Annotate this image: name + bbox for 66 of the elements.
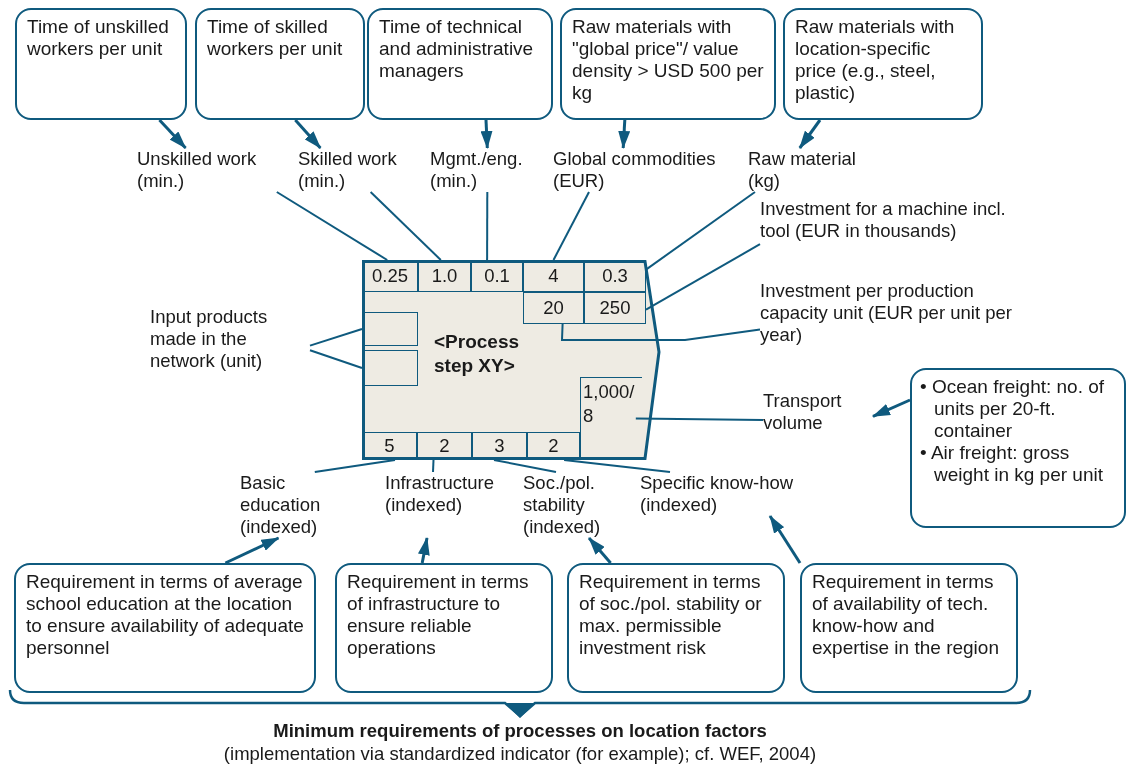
callout-bubble: Raw materials with "global price"/ value density > USD 500 per kg (560, 8, 776, 120)
callout-bubble: Time of technical and administrative managers (367, 8, 553, 120)
value-cell: 1.0 (418, 260, 471, 292)
leader-line (493, 459, 557, 473)
field-label: Specific know-how (indexed) (640, 472, 840, 516)
process-title: <Process step XY> (434, 330, 521, 378)
callout-bubble: Time of skilled workers per unit (195, 8, 365, 120)
value-cell: 2 (417, 432, 472, 460)
leader-line (313, 459, 396, 473)
input-box (362, 350, 418, 386)
field-label: Mgmt./eng. (min.) (430, 148, 552, 192)
leader-line (275, 191, 389, 261)
value-cell: 20 (523, 292, 584, 324)
callout-pointer (480, 119, 493, 149)
input-box (362, 312, 418, 346)
leader-line (309, 328, 363, 347)
leader-line (563, 459, 671, 473)
callout-pointer (417, 537, 430, 564)
value-cell: 3 (472, 432, 527, 460)
field-label: Soc./pol. stability (indexed) (523, 472, 633, 538)
callout-bubble: Time of unskilled workers per unit (15, 8, 187, 120)
summary-heading: Minimum requirements of processes on location factors (272, 720, 768, 742)
leader-line (432, 459, 435, 473)
callout-bubble: Requirement in terms of infrastructure to ensure reliable operations (335, 563, 553, 693)
value-cell: 0.25 (362, 260, 418, 292)
leader-line (309, 349, 363, 369)
value-cell: 1,000/ 8 (580, 377, 642, 460)
field-label: Skilled work (min.) (298, 148, 430, 192)
callout-bubble: Requirement in terms of availability of tech. know-how and expertise in the region (800, 563, 1018, 693)
bullet-text: • Ocean freight: no. of units per 20-ft. container (920, 376, 1106, 442)
callout-pointer (294, 119, 322, 149)
callout-pointer (224, 536, 280, 565)
leader-line (634, 417, 764, 421)
callout-pointer (158, 118, 187, 150)
bullet-text: • Air freight: gross weight in kg per unit (920, 442, 1104, 486)
value-cell: 0.3 (584, 260, 646, 292)
callout-pointer (587, 537, 612, 564)
leader-line (369, 191, 442, 261)
callout-bubble: Requirement in terms of average school education at the location to ensure availability of adequate personnel (14, 563, 316, 693)
field-label: Infrastructure (indexed) (385, 472, 505, 538)
callout-pointer (618, 119, 631, 149)
field-label: Global commodities (EUR) (553, 148, 733, 192)
value-cell: 4 (523, 260, 584, 292)
field-label: Basic education (indexed) (240, 472, 350, 538)
callout-bubble: Raw materials with location-specific price (e.g., steel, plastic) (783, 8, 983, 120)
leader-line (645, 243, 761, 311)
bullet-callout (910, 368, 1126, 528)
field-label: Transport volume (763, 390, 873, 434)
leader-line (486, 191, 489, 261)
callout-pointer (798, 119, 822, 149)
value-cell: 5 (362, 432, 417, 460)
summary-note: (implementation via standardized indicator (for example); cf. WEF, 2004) (222, 743, 818, 765)
value-cell: 0.1 (471, 260, 523, 292)
field-label: Unskilled work (min.) (137, 148, 289, 192)
leader-line (552, 191, 590, 261)
field-label: Input products made in the network (unit) (150, 306, 310, 372)
callout-pointer (768, 515, 802, 564)
field-label: Investment for a machine incl. tool (EUR in thousands) (760, 198, 1025, 264)
value-cell: 2 (527, 432, 580, 460)
callout-bubble: Requirement in terms of soc./pol. stability or max. permissible investment risk (567, 563, 785, 693)
value-cell: 250 (584, 292, 646, 324)
leader-line (560, 323, 761, 341)
leader-line (645, 191, 756, 271)
callout-pointer (872, 398, 911, 418)
field-label: Raw material (kg) (748, 148, 888, 192)
field-label: Investment per production capacity unit (EUR per unit per year) (760, 280, 1030, 346)
